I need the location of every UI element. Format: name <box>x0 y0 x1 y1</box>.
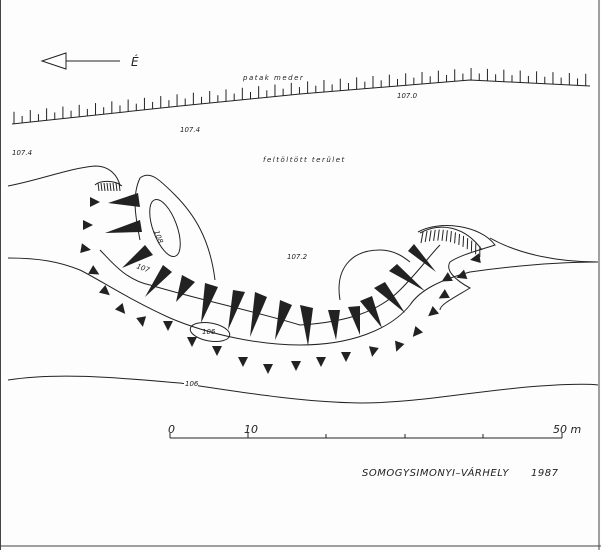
rampart-wedge <box>374 282 405 313</box>
rampart-wedge <box>328 310 340 340</box>
ditch-triangle <box>98 284 110 296</box>
ditch-triangle <box>470 253 481 264</box>
scale-bar <box>169 433 563 439</box>
hachure-tick <box>437 229 440 241</box>
ditch-triangle <box>187 337 197 347</box>
hachure-tick <box>115 182 118 192</box>
ditch-triangle <box>83 220 93 230</box>
contour-label: 106 <box>185 380 199 388</box>
contour-line <box>417 225 496 311</box>
hachure-tick <box>100 182 103 192</box>
ditch-triangle <box>456 269 468 279</box>
contour-line <box>7 165 121 187</box>
scale-mid: 10 <box>244 423 258 436</box>
ditch-triangle <box>412 325 424 337</box>
north-label: É <box>131 54 139 69</box>
hachure-tick <box>445 230 448 242</box>
hachure-tick <box>441 229 444 241</box>
hachure-tick <box>433 229 436 241</box>
contour-107-line <box>99 244 441 326</box>
hachure-tick <box>106 182 109 192</box>
contour-line <box>7 257 599 346</box>
ditch-triangle <box>238 357 248 367</box>
stream-bank-line <box>11 79 591 125</box>
contour-label: 107 <box>135 262 151 274</box>
ditch-triangle <box>263 364 273 374</box>
hachure-tick <box>449 231 452 243</box>
ditch-triangle <box>90 197 100 207</box>
site-title: SOMOGYSIMONYI–VÁRHELY <box>362 466 509 479</box>
ditch-triangle <box>316 357 326 367</box>
ditch-triangle <box>428 305 440 317</box>
ditch-triangle <box>395 340 405 352</box>
north-arrow-icon <box>40 52 120 70</box>
contour-label: 108 <box>152 229 164 245</box>
rampart-wedge <box>122 245 153 268</box>
scale-start: 0 <box>168 423 175 436</box>
contour-106-ellipse <box>189 321 231 343</box>
stream-bed-label: patak meder <box>242 74 304 82</box>
rampart-wedge <box>105 220 142 233</box>
spot-height: 107.4 <box>12 149 32 157</box>
hachure-tick <box>458 233 461 245</box>
hachure-tick <box>424 230 428 243</box>
scarp-hachure-right <box>419 226 483 258</box>
rampart-wedge <box>145 265 172 297</box>
contour-line <box>489 237 599 263</box>
rampart-wedge <box>389 264 425 291</box>
ditch-triangle <box>341 352 351 362</box>
hachure-tick <box>112 182 115 192</box>
contour-106-line <box>7 375 599 404</box>
rampart-wedge <box>275 300 292 340</box>
survey-year: 1987 <box>531 468 559 479</box>
stream-bank-hatching <box>13 68 587 124</box>
ditch-triangle <box>88 265 100 275</box>
ditch-triangle <box>291 361 301 371</box>
contour-108-ellipse <box>149 199 181 257</box>
hachure-tick <box>103 182 106 192</box>
hachure-tick <box>428 230 432 242</box>
spot-height: 107.0 <box>397 92 418 100</box>
spot-height: 107.4 <box>180 126 200 134</box>
ditch-triangle <box>114 302 126 314</box>
ditch-triangle <box>163 321 173 331</box>
rampart-wedge <box>300 305 313 346</box>
ditch-triangle <box>438 289 450 299</box>
contour-line <box>338 249 411 301</box>
rampart-wedge <box>408 244 436 272</box>
ditch-triangle <box>368 346 379 357</box>
rampart-wedge <box>176 275 195 302</box>
rampart-wedge <box>108 193 140 207</box>
filled-area-label: feltöltött terület <box>263 156 346 164</box>
hachure-tick <box>420 231 424 244</box>
rampart-wedge <box>360 296 382 328</box>
rampart-wedge <box>228 290 245 330</box>
hachure-tick <box>109 182 112 192</box>
ditch-triangle <box>136 316 147 327</box>
ditch-triangles <box>80 197 481 374</box>
rampart-wedge <box>201 283 218 323</box>
hachure-tick <box>462 235 465 247</box>
rampart-wedges <box>105 193 436 346</box>
ditch-triangle <box>441 272 453 282</box>
scale-end: 50 m <box>553 423 581 436</box>
rampart-wedge <box>250 292 267 337</box>
contour-line <box>139 174 216 281</box>
hachure-tick <box>454 232 456 244</box>
hachure-tick <box>97 182 100 192</box>
hachure-tick <box>118 182 121 192</box>
spot-height: 107.2 <box>287 253 308 261</box>
ditch-triangle <box>80 243 91 254</box>
contour-label: 106 <box>202 328 216 336</box>
scarp-hachure-left <box>94 180 123 192</box>
rampart-wedge <box>348 306 360 335</box>
ditch-triangle <box>212 346 222 356</box>
